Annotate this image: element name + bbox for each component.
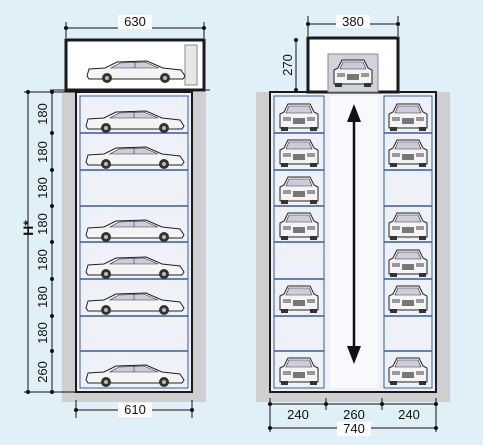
- level-height-5: 180: [35, 249, 50, 271]
- left-section-view: 630 610 180 180 180 180 180 180: [20, 14, 210, 418]
- left-level-lines: [80, 132, 188, 352]
- dim-level-ticks: [26, 90, 54, 394]
- left-wall: [62, 92, 76, 394]
- level-height-4: 180: [35, 213, 50, 235]
- right-view-right-wall: [436, 92, 450, 394]
- bay-width-right: 240: [398, 407, 420, 422]
- car-front-right-8: [388, 357, 428, 386]
- dim-top-width: 630: [64, 14, 206, 38]
- level-height-1: 180: [35, 103, 50, 125]
- right-view-pit-floor: [256, 392, 450, 402]
- car-front-left-8: [279, 357, 319, 386]
- lift-direction-arrow: [347, 104, 361, 364]
- pit-floor: [62, 392, 206, 402]
- total-height-label: H*: [20, 220, 36, 236]
- car-front-left-2: [279, 139, 319, 168]
- dim-lift-width: 380: [306, 14, 400, 36]
- right-wall: [192, 92, 206, 394]
- dim-bottom-width: 610: [74, 400, 194, 418]
- bay-width-left: 240: [287, 407, 309, 422]
- car-front-right-5: [388, 249, 428, 278]
- right-section-view: 380 270 240 260 240 740: [256, 14, 450, 436]
- bay-width-center: 260: [343, 407, 365, 422]
- dim-top-width-label: 630: [124, 14, 146, 29]
- car-front-left-6: [279, 285, 319, 314]
- level-height-3: 180: [35, 177, 50, 199]
- car-front-left-3: [279, 176, 319, 205]
- car-front-right-1: [388, 103, 428, 132]
- bay-level-lines: [274, 132, 432, 352]
- dim-lift-height-label: 270: [280, 54, 295, 76]
- dim-lift-height: 270: [280, 38, 298, 92]
- car-front-left-1: [279, 103, 319, 132]
- level-height-7: 180: [35, 322, 50, 344]
- dim-bottom-width-label: 610: [124, 402, 146, 417]
- dim-lift-width-label: 380: [342, 14, 364, 29]
- dim-total-width: 740: [268, 421, 438, 436]
- level-height-2: 180: [35, 141, 50, 163]
- right-view-left-wall: [256, 92, 270, 394]
- car-front-right-6: [388, 285, 428, 314]
- car-front-right-4: [388, 212, 428, 241]
- car-front-lift: [333, 59, 373, 88]
- level-height-8: 260: [35, 361, 50, 383]
- car-front-right-2: [388, 139, 428, 168]
- left-door: [184, 44, 198, 86]
- car-front-left-4: [279, 212, 319, 241]
- level-height-6: 180: [35, 286, 50, 308]
- dim-total-width-label: 740: [343, 421, 365, 436]
